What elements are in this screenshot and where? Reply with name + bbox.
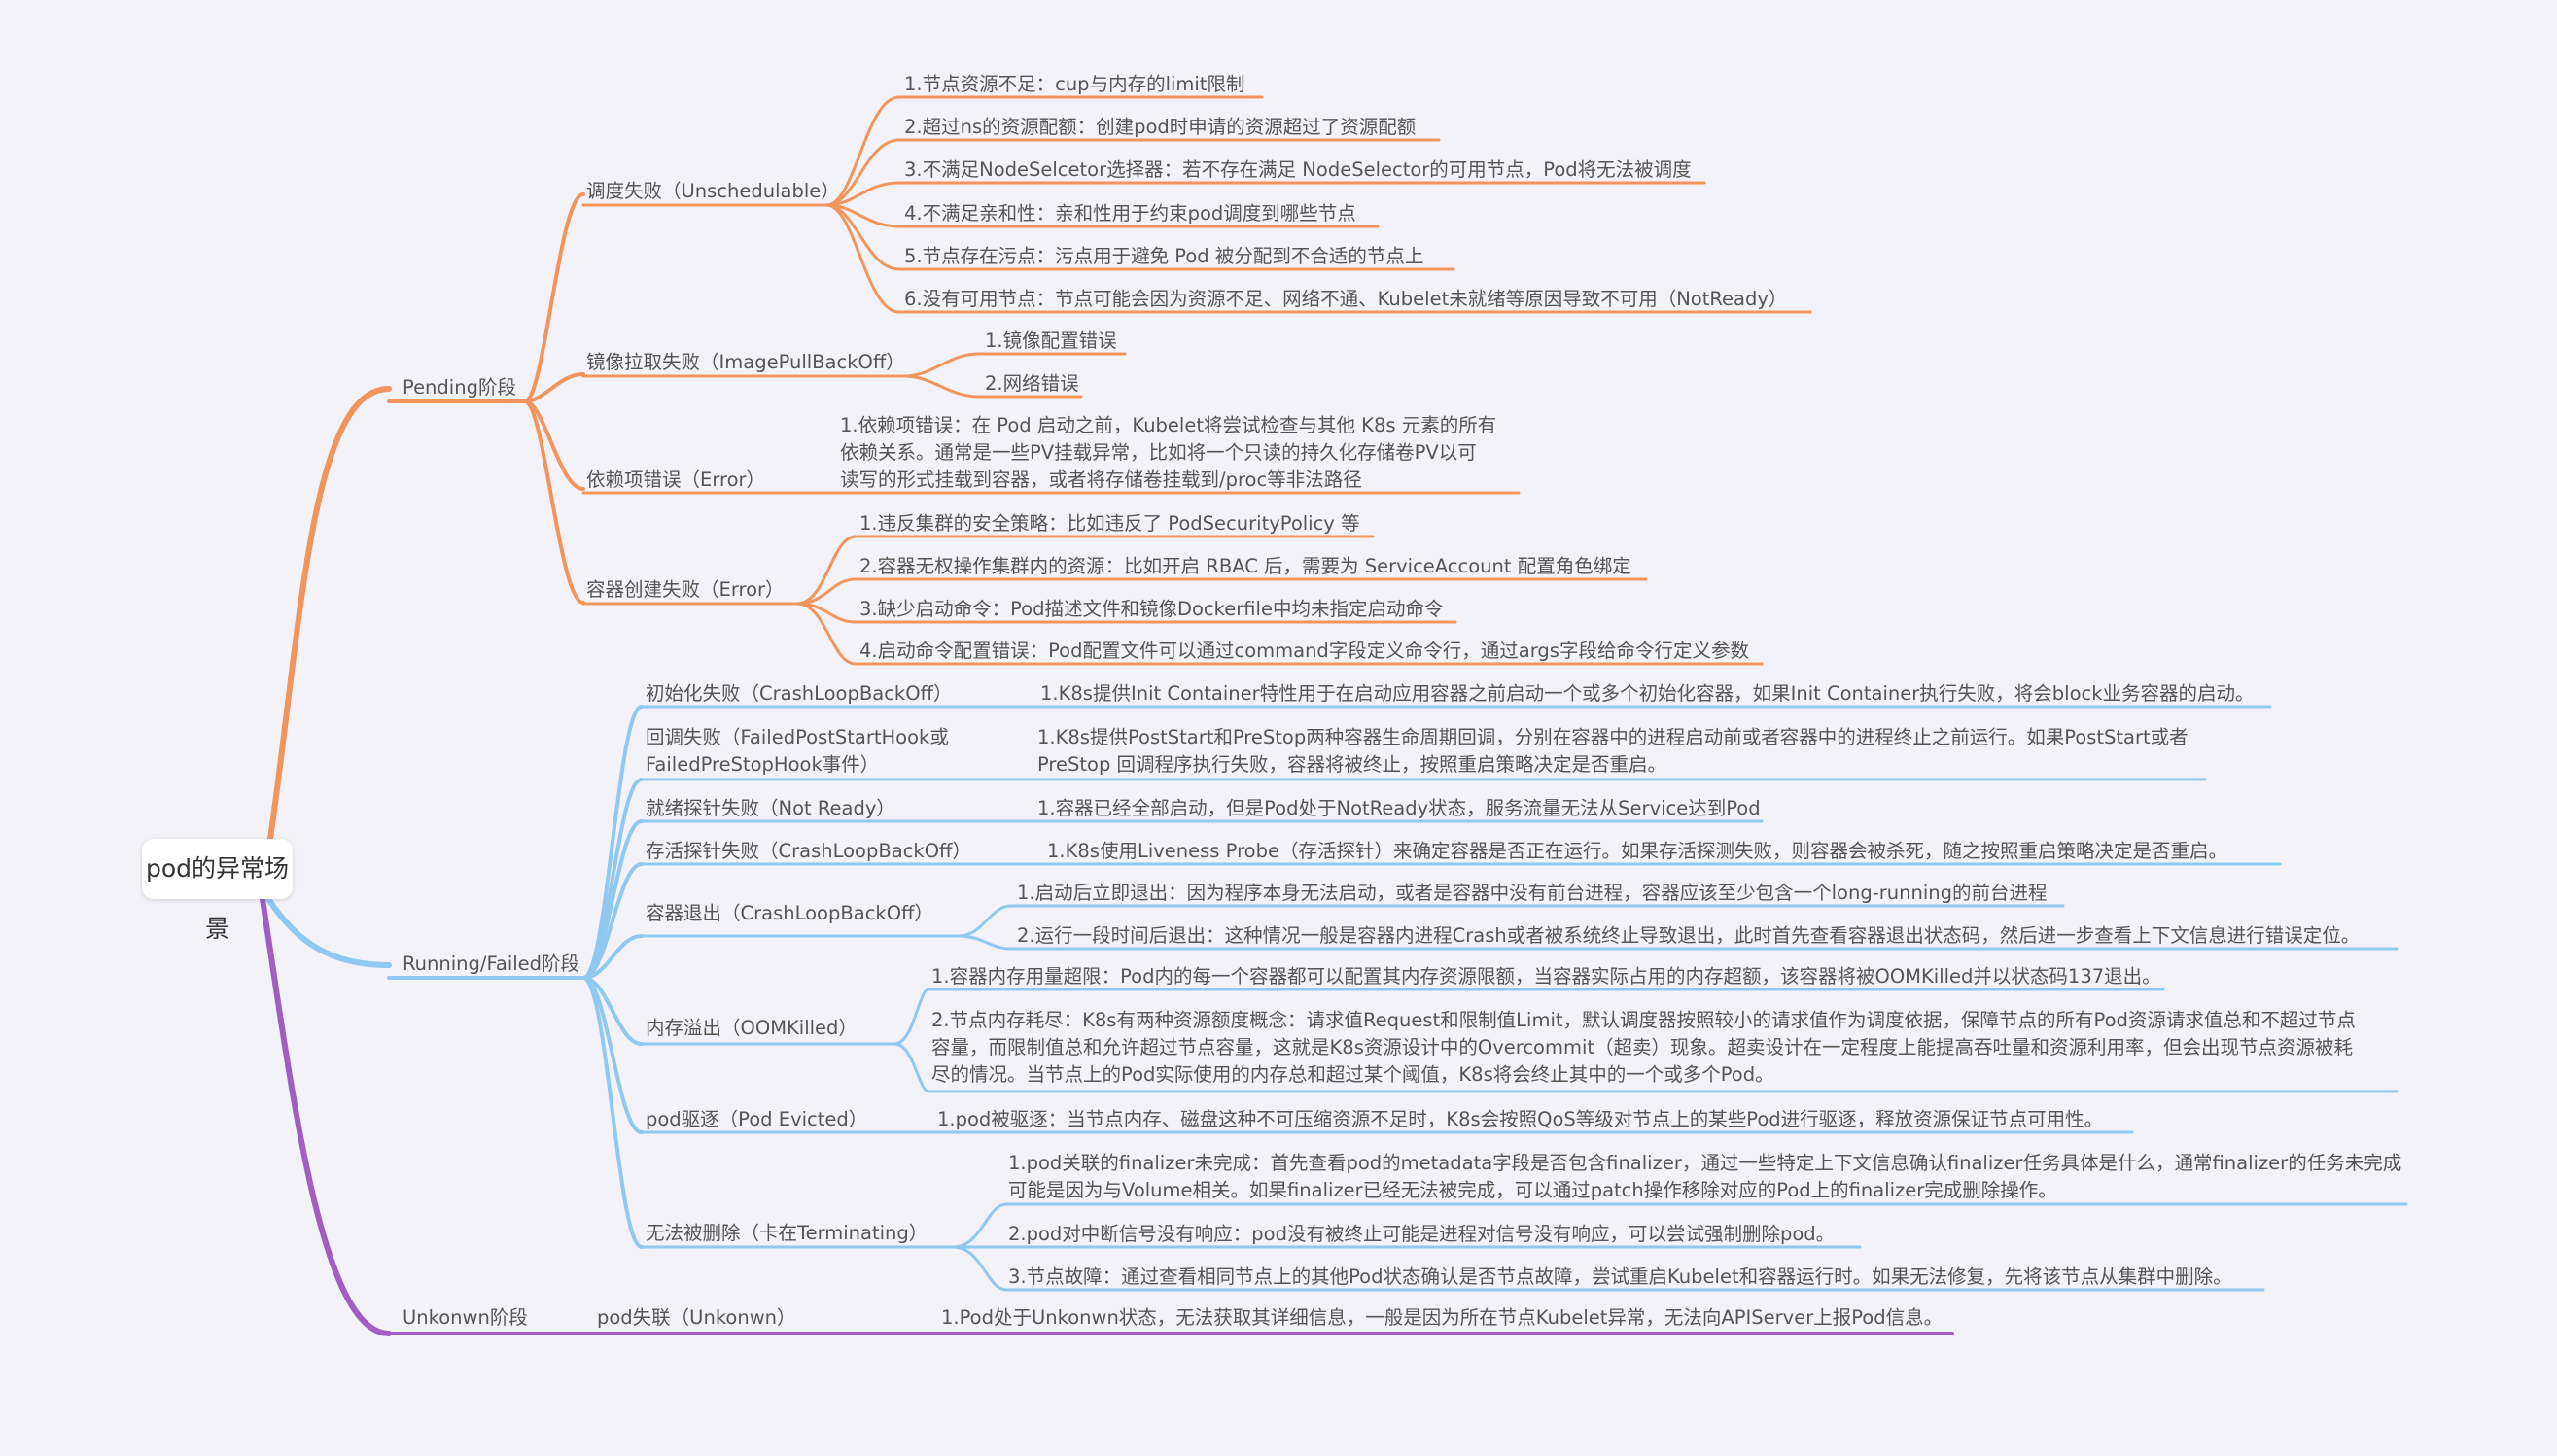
leaf-terminating-3[interactable]: 3.节点故障：通过查看相同节点上的其他Pod状态确认是否节点故障，尝试重启Kub… xyxy=(1008,1265,2232,1288)
phase-unknown[interactable]: Unkonwn阶段 xyxy=(403,1306,528,1329)
leaf-hook-fail-line-2[interactable]: PreStop 回调程序执行失败，容器将被终止，按照重启策略决定是否重启。 xyxy=(1037,753,1667,776)
phase-running[interactable]: Running/Failed阶段 xyxy=(403,953,580,975)
topic-container-create[interactable]: 容器创建失败（Error） xyxy=(586,578,785,601)
leaf-terminating-1-line-2[interactable]: 可能是因为与Volume相关。如果finalizer已经无法被完成，可以通过pa… xyxy=(1008,1179,2057,1201)
leaf-oom-2-line-1[interactable]: 2.节点内存耗尽：K8s有两种资源额度概念：请求值Request和限制值Limi… xyxy=(931,1009,2356,1031)
leaf-exit-2[interactable]: 2.运行一段时间后退出：这种情况一般是容器内进程Crash或者被系统终止导致退出… xyxy=(1017,924,2361,947)
phase-pending[interactable]: Pending阶段 xyxy=(403,376,516,399)
topic-unschedulable[interactable]: 调度失败（Unschedulable） xyxy=(586,180,840,202)
topic-oom[interactable]: 内存溢出（OOMKilled） xyxy=(646,1017,858,1039)
leaf-dependency-line-3[interactable]: 读写的形式挂载到容器，或者将存储卷挂载到/proc等非法路径 xyxy=(840,468,1362,491)
topic-exit[interactable]: 容器退出（CrashLoopBackOff） xyxy=(646,902,933,924)
leaf-hook-fail-line-1[interactable]: 1.K8s提供PostStart和PreStop两种容器生命周期回调，分别在容器… xyxy=(1037,726,2189,748)
leaf-container-create-2[interactable]: 2.容器无权操作集群内的资源：比如开启 RBAC 后，需要为 ServiceAc… xyxy=(859,555,1631,577)
leaf-oom-1[interactable]: 1.容器内存用量超限：Pod内的每一个容器都可以配置其内存资源限额，当容器实际占… xyxy=(931,965,2161,988)
leaf-oom-2-line-3[interactable]: 尽的情况。当节点上的Pod实际使用的内存总和超过某个阈值，K8s将会终止其中的一… xyxy=(931,1063,1774,1086)
leaf-unschedulable-3[interactable]: 3.不满足NodeSelcetor选择器：若不存在满足 NodeSelector… xyxy=(904,158,1692,181)
leaf-terminating-2[interactable]: 2.pod对中断信号没有响应：pod没有被终止可能是进程对信号没有响应，可以尝试… xyxy=(1008,1223,1836,1245)
leaf-pod-lost[interactable]: 1.Pod处于Unkonwn状态，无法获取其详细信息，一般是因为所在节点Kube… xyxy=(941,1306,1944,1329)
topic-init-fail[interactable]: 初始化失败（CrashLoopBackOff） xyxy=(646,682,953,705)
leaf-unschedulable-5[interactable]: 5.节点存在污点：污点用于避免 Pod 被分配到不合适的节点上 xyxy=(904,245,1424,267)
topic-hook-fail-line-2[interactable]: FailedPreStopHook事件） xyxy=(646,753,880,776)
leaf-terminating-1-line-1[interactable]: 1.pod关联的finalizer未完成：首先查看pod的metadata字段是… xyxy=(1008,1152,2402,1174)
leaf-unschedulable-1[interactable]: 1.节点资源不足：cup与内存的limit限制 xyxy=(904,73,1245,95)
topic-imagepull[interactable]: 镜像拉取失败（ImagePullBackOff） xyxy=(586,351,905,373)
leaf-init-fail[interactable]: 1.K8s提供Init Container特性用于在启动应用容器之前启动一个或多… xyxy=(1040,682,2255,705)
leaf-liveness[interactable]: 1.K8s使用Liveness Probe（存活探针）来确定容器是否正在运行。如… xyxy=(1047,840,2227,862)
topic-liveness[interactable]: 存活探针失败（CrashLoopBackOff） xyxy=(646,840,971,862)
leaf-oom-2-line-2[interactable]: 容量，而限制值总和允许超过节点容量，这就是K8s资源设计中的Overcommit… xyxy=(931,1036,2354,1058)
leaf-dependency-line-1[interactable]: 1.依赖项错误：在 Pod 启动之前，Kubelet将尝试检查与其他 K8s 元… xyxy=(840,414,1497,436)
leaf-readiness[interactable]: 1.容器已经全部启动，但是Pod处于NotReady状态，服务流量无法从Serv… xyxy=(1037,797,1761,819)
topic-readiness[interactable]: 就绪探针失败（Not Ready） xyxy=(646,797,895,819)
leaf-exit-1[interactable]: 1.启动后立即退出：因为程序本身无法启动，或者是容器中没有前台进程，容器应该至少… xyxy=(1017,882,2048,904)
leaf-imagepull-2[interactable]: 2.网络错误 xyxy=(985,372,1079,395)
topic-terminating[interactable]: 无法被删除（卡在Terminating） xyxy=(646,1222,928,1244)
leaf-dependency-line-2[interactable]: 依赖关系。通常是一些PV挂载异常，比如将一个只读的持久化存储卷PV以可 xyxy=(840,441,1477,464)
topic-hook-fail-line-1[interactable]: 回调失败（FailedPostStartHook或 xyxy=(646,726,949,748)
leaf-container-create-1[interactable]: 1.违反集群的安全策略：比如违反了 PodSecurityPolicy 等 xyxy=(859,512,1360,535)
leaf-evicted[interactable]: 1.pod被驱逐：当节点内存、磁盘这种不可压缩资源不足时，K8s会按照QoS等级… xyxy=(937,1108,2104,1130)
leaf-unschedulable-2[interactable]: 2.超过ns的资源配额：创建pod时申请的资源超过了资源配额 xyxy=(904,116,1417,138)
leaf-unschedulable-6[interactable]: 6.没有可用节点：节点可能会因为资源不足、网络不通、Kubelet未就绪等原因导… xyxy=(904,288,1788,310)
leaf-imagepull-1[interactable]: 1.镜像配置错误 xyxy=(985,329,1117,352)
leaf-unschedulable-4[interactable]: 4.不满足亲和性：亲和性用于约束pod调度到哪些节点 xyxy=(904,202,1356,225)
topic-pod-lost[interactable]: pod失联（Unkonwn） xyxy=(597,1306,796,1329)
topic-evicted[interactable]: pod驱逐（Pod Evicted） xyxy=(646,1108,868,1130)
leaf-container-create-4[interactable]: 4.启动命令配置错误：Pod配置文件可以通过command字段定义命令行，通过a… xyxy=(859,640,1749,662)
root-node[interactable]: pod的异常场景 xyxy=(142,839,293,943)
topic-dependency[interactable]: 依赖项错误（Error） xyxy=(586,468,766,491)
leaf-container-create-3[interactable]: 3.缺少启动命令：Pod描述文件和镜像Dockerfile中均未指定启动命令 xyxy=(859,598,1444,620)
